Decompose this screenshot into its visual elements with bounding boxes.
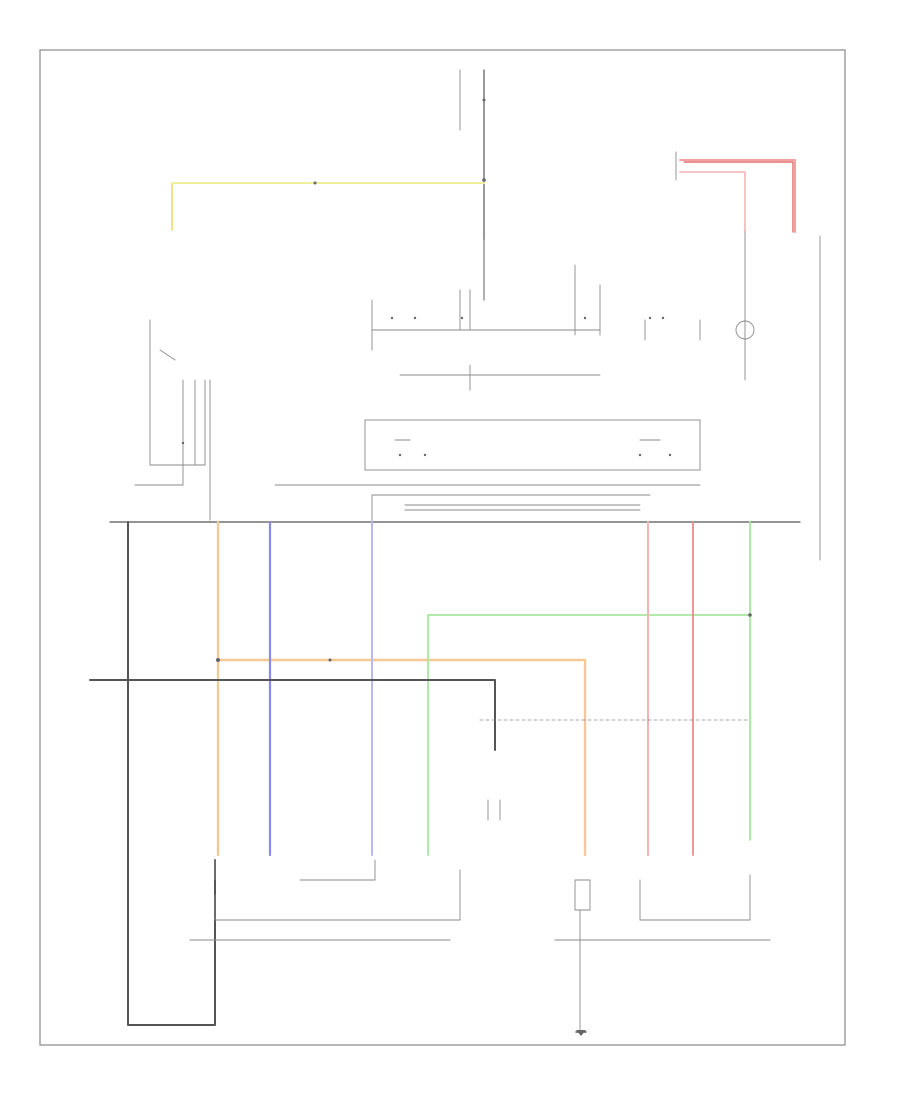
- diagram-frame: [39, 49, 846, 1046]
- red-wire-top-right: [675, 151, 796, 233]
- mirror-heater-switch: [371, 264, 701, 391]
- left-mirror: [189, 859, 461, 941]
- mirror-selector-switch: [274, 419, 701, 526]
- ground-symbol: [576, 1030, 586, 1036]
- top-feed: [459, 69, 486, 301]
- yellow-wire-top: [171, 182, 485, 231]
- defogger-switch: [134, 319, 211, 521]
- black-wire-horizontal: [89, 679, 496, 751]
- heater-element: [735, 320, 755, 340]
- rear-defogger-ground: [487, 799, 501, 821]
- right-mirror: [554, 874, 771, 1031]
- green-wire: [427, 614, 751, 856]
- black-wire-left: [127, 521, 216, 1026]
